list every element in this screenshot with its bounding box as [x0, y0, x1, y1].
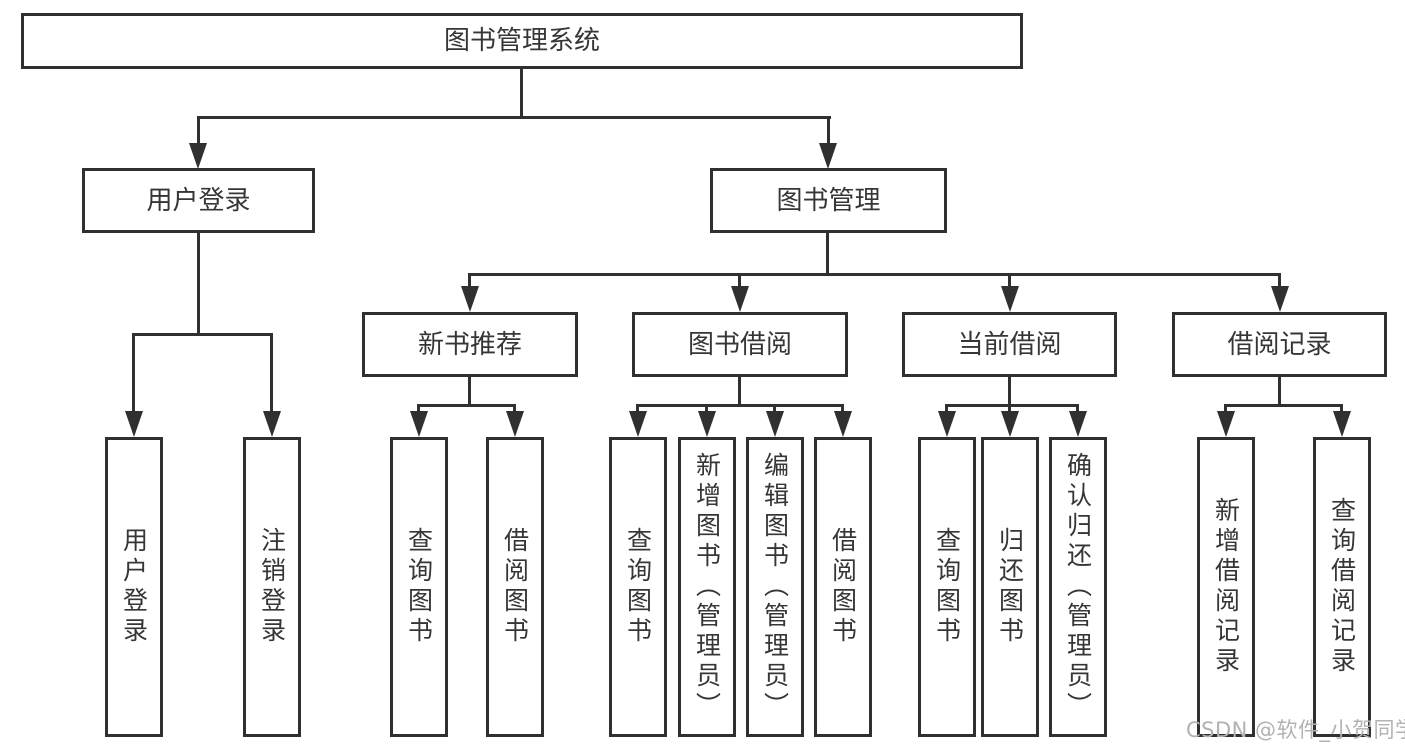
connector-root-drop	[520, 68, 523, 118]
leaf-user-login: 用户登录	[105, 437, 163, 737]
node-borrowing-records: 借阅记录	[1172, 312, 1387, 377]
leaf-confirm-return-admin: 确认归还（管理员）	[1049, 437, 1107, 737]
connector-book-management-drop	[826, 233, 829, 276]
arrowhead-current-borrowing	[1001, 286, 1019, 312]
leaf-confirm-return-admin-label: 确认归还（管理员）	[1063, 452, 1093, 722]
leaf-edit-book-admin-label: 编辑图书（管理员）	[760, 452, 790, 722]
connector-to-borrowing-records	[1278, 273, 1281, 287]
leaf-search-books-current: 查询图书	[918, 437, 976, 737]
connector-borrowing-records-bus	[1224, 404, 1343, 407]
leaf-search-books-borrowing-label: 查询图书	[623, 527, 653, 647]
node-new-book-recommend-label: 新书推荐	[417, 329, 522, 360]
leaf-edit-book-admin: 编辑图书（管理员）	[746, 437, 804, 737]
arrowhead-leaf	[410, 411, 428, 437]
leaf-search-books-recommend-label: 查询图书	[404, 527, 434, 647]
connector-leaf	[773, 404, 776, 414]
watermark-text: CSDN @软件_小贺同学	[1186, 718, 1405, 742]
leaf-logout: 注销登录	[243, 437, 301, 737]
arrowhead-new-book	[461, 286, 479, 312]
connector-to-book-borrowing	[738, 273, 741, 287]
leaf-search-borrow-record-label: 查询借阅记录	[1327, 497, 1357, 677]
leaf-borrow-books-recommend: 借阅图书	[486, 437, 544, 737]
connector-leaf	[1340, 404, 1343, 414]
arrowhead-book-management	[819, 143, 837, 169]
leaf-return-books-label: 归还图书	[995, 527, 1025, 647]
leaf-add-borrow-record-label: 新增借阅记录	[1211, 497, 1241, 677]
arrowhead-leaf	[506, 411, 524, 437]
connector-to-current-borrowing	[1008, 273, 1011, 287]
leaf-add-book-admin-label: 新增图书（管理员）	[692, 452, 722, 722]
node-borrowing-records-label: 借阅记录	[1227, 329, 1332, 360]
arrowhead-user-login	[189, 143, 207, 169]
connector-leaf	[945, 404, 948, 414]
connector-to-leaf-logout	[270, 333, 273, 413]
arrowhead-leaf	[629, 411, 647, 437]
leaf-borrow-books-recommend-label: 借阅图书	[500, 527, 530, 647]
connector-leaf	[417, 404, 420, 414]
connector-to-leaf-user-login	[132, 333, 135, 413]
leaf-add-book-admin: 新增图书（管理员）	[678, 437, 736, 737]
connector-borrowing-records-drop	[1278, 377, 1281, 407]
connector-user-login-drop	[197, 233, 200, 336]
connector-leaf	[1224, 404, 1227, 414]
arrowhead-leaf	[1217, 411, 1235, 437]
connector-leaf	[841, 404, 844, 414]
node-book-borrowing-label: 图书借阅	[687, 329, 792, 360]
arrowhead-borrowing-records	[1271, 286, 1289, 312]
connector-leaf	[1076, 404, 1079, 414]
arrowhead-leaf	[698, 411, 716, 437]
arrowhead-leaf	[834, 411, 852, 437]
leaf-user-login-label: 用户登录	[119, 527, 149, 647]
node-current-borrowing: 当前借阅	[902, 312, 1117, 377]
arrowhead-leaf	[1001, 411, 1019, 437]
node-root-label: 图书管理系统	[443, 26, 600, 56]
node-book-borrowing: 图书借阅	[632, 312, 848, 377]
connector-leaf	[1008, 404, 1011, 414]
leaf-borrow-books-borrowing: 借阅图书	[814, 437, 872, 737]
connector-leaf	[636, 404, 639, 414]
node-user-login-label: 用户登录	[146, 185, 251, 216]
arrowhead-leaf	[1333, 411, 1351, 437]
connector-new-book-drop	[468, 377, 471, 407]
connector-leaf	[705, 404, 708, 414]
connector-to-book-management	[827, 116, 830, 144]
connector-book-borrowing-bus	[636, 404, 844, 407]
connector-current-borrowing-drop	[1008, 377, 1011, 407]
arrowhead-book-borrowing	[731, 286, 749, 312]
node-current-borrowing-label: 当前借阅	[957, 329, 1062, 360]
node-user-login: 用户登录	[82, 168, 315, 233]
leaf-logout-label: 注销登录	[257, 527, 287, 647]
connector-user-login-bus	[132, 333, 273, 336]
leaf-add-borrow-record: 新增借阅记录	[1197, 437, 1255, 737]
leaf-search-books-recommend: 查询图书	[390, 437, 448, 737]
leaf-return-books: 归还图书	[981, 437, 1039, 737]
arrowhead-leaf-logout	[263, 411, 281, 437]
connector-new-book-bus	[417, 404, 516, 407]
connector-to-new-book	[468, 273, 471, 287]
connector-book-management-bus	[468, 273, 1281, 276]
arrowhead-leaf-user-login	[125, 411, 143, 437]
connector-leaf	[513, 404, 516, 414]
connector-current-borrowing-bus	[945, 404, 1079, 407]
connector-root-bus	[197, 116, 831, 119]
node-book-management-label: 图书管理	[776, 185, 881, 216]
node-book-management: 图书管理	[710, 168, 947, 233]
leaf-search-books-borrowing: 查询图书	[609, 437, 667, 737]
connector-book-borrowing-drop	[738, 377, 741, 407]
connector-to-user-login	[197, 116, 200, 144]
arrowhead-leaf	[766, 411, 784, 437]
node-new-book-recommend: 新书推荐	[362, 312, 578, 377]
arrowhead-leaf	[1069, 411, 1087, 437]
leaf-search-borrow-record: 查询借阅记录	[1313, 437, 1371, 737]
node-root: 图书管理系统	[21, 13, 1023, 69]
leaf-borrow-books-borrowing-label: 借阅图书	[828, 527, 858, 647]
arrowhead-leaf	[938, 411, 956, 437]
leaf-search-books-current-label: 查询图书	[932, 527, 962, 647]
